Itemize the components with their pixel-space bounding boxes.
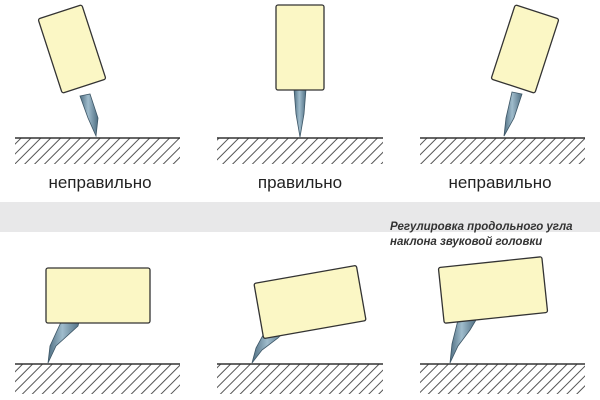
surface-top-left <box>15 137 180 164</box>
surface-top-center <box>217 137 383 164</box>
stylus-top-right <box>503 91 523 137</box>
stylus-top-left <box>79 93 99 138</box>
label-right: неправильно <box>448 173 552 192</box>
cartridge-bottom-center <box>253 265 367 339</box>
label-center: правильно <box>257 173 343 192</box>
stylus-bottom-left <box>47 317 81 364</box>
cartridge-bottom-right <box>437 256 549 324</box>
surface-bottom-center <box>217 363 383 394</box>
cartridge-bottom-left <box>45 267 151 324</box>
surface-bottom-right <box>420 363 585 394</box>
label-left: неправильно <box>48 173 152 192</box>
surface-top-right <box>420 137 585 164</box>
stylus-bottom-right <box>449 319 477 364</box>
surface-bottom-left <box>15 363 180 394</box>
cartridge-top-center <box>275 4 325 91</box>
cartridge-top-right <box>490 4 560 94</box>
stylus-top-center <box>293 88 307 138</box>
caption-text: Регулировка продольного угла наклона зву… <box>390 221 573 248</box>
separator-band <box>0 202 600 232</box>
cartridge-top-left <box>37 4 107 94</box>
